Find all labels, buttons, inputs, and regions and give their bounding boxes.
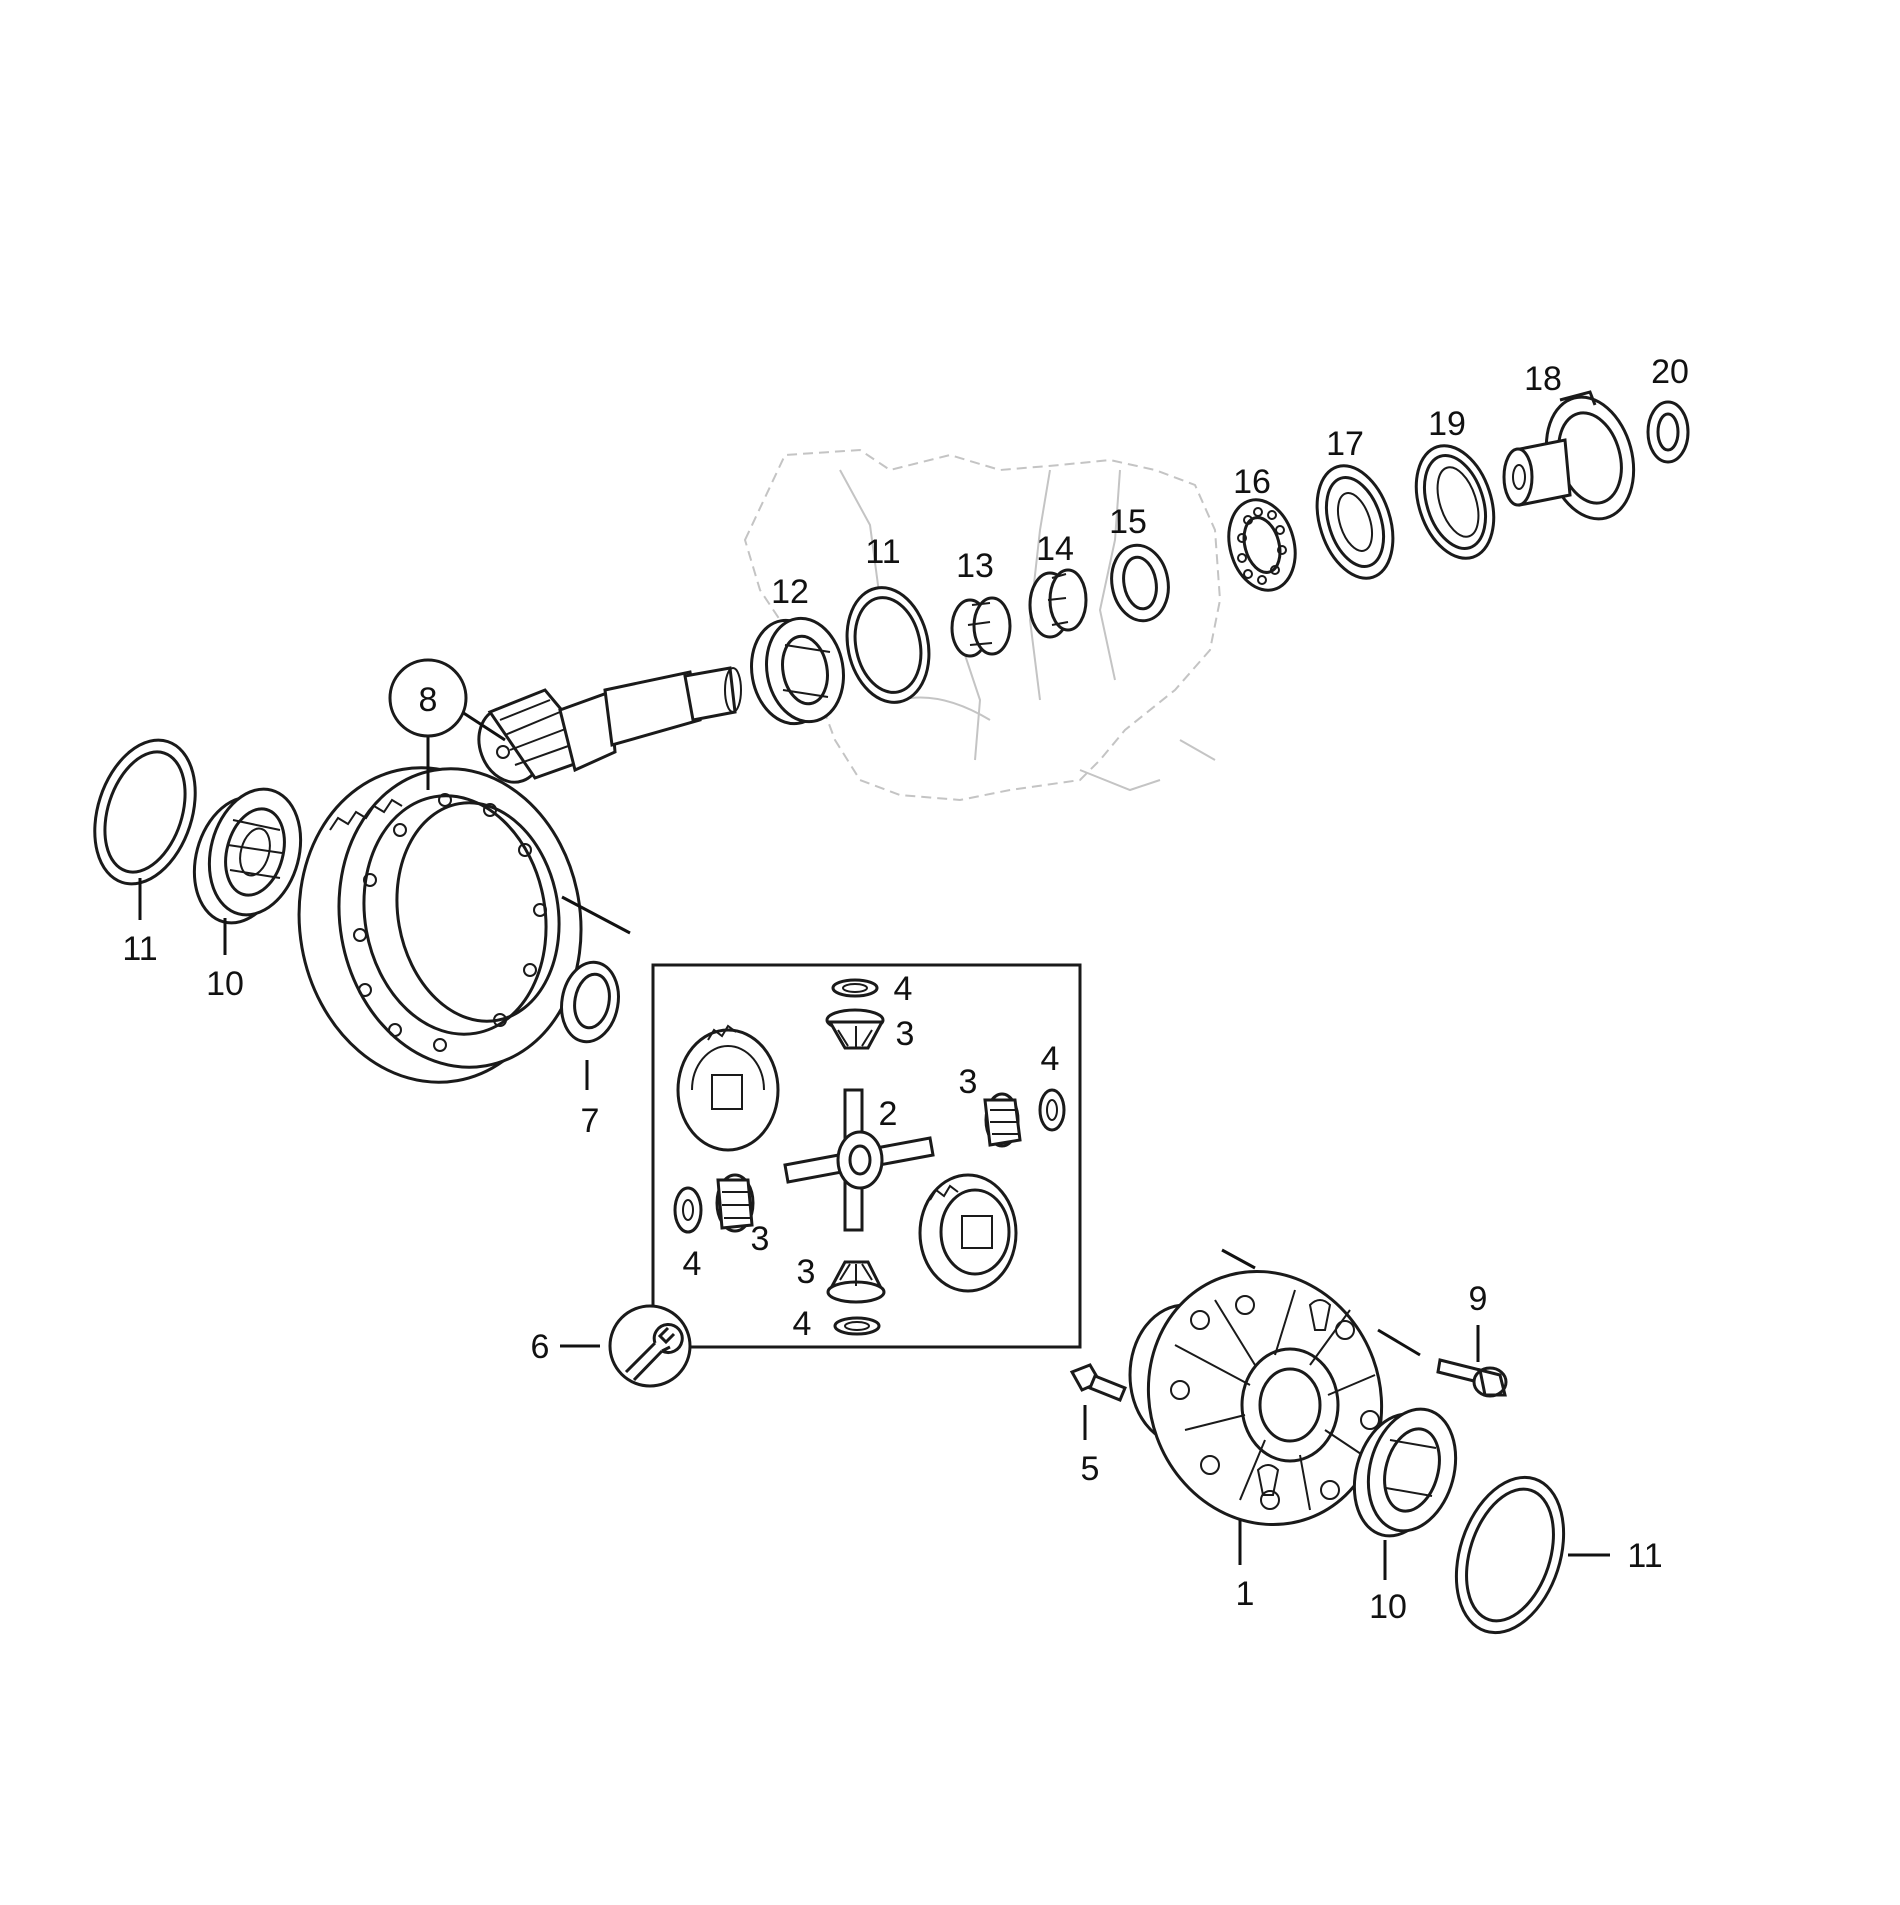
label-11-upper: 11 bbox=[865, 533, 900, 571]
part-4-washer-bottom bbox=[833, 1316, 881, 1336]
label-9: 9 bbox=[1469, 1280, 1488, 1318]
label-16: 16 bbox=[1233, 463, 1271, 501]
label-12: 12 bbox=[771, 573, 809, 611]
part-10-bearing-left bbox=[192, 787, 303, 925]
part-19-seal-cup bbox=[1414, 444, 1496, 560]
label-17: 17 bbox=[1326, 425, 1364, 463]
part-13-spacer bbox=[950, 596, 1012, 658]
part-1-differential-case bbox=[1128, 1269, 1384, 1527]
label-3-bottom: 3 bbox=[797, 1253, 816, 1291]
part-2-cross-shaft bbox=[783, 1088, 935, 1232]
label-1: 1 bbox=[1236, 1575, 1255, 1613]
part-17-seal bbox=[1315, 464, 1395, 580]
label-6: 6 bbox=[531, 1328, 550, 1366]
label-11-left: 11 bbox=[122, 930, 157, 968]
part-18-flange bbox=[1502, 390, 1636, 521]
label-4-top: 4 bbox=[894, 970, 913, 1008]
label-7: 7 bbox=[581, 1102, 600, 1140]
label-8: 8 bbox=[419, 681, 438, 719]
part-10-bearing-lower bbox=[1352, 1407, 1458, 1538]
label-15: 15 bbox=[1109, 503, 1147, 541]
label-4-left: 4 bbox=[683, 1245, 702, 1283]
part-11-shim-upper bbox=[845, 586, 931, 704]
part-3-pinion-gear-top bbox=[825, 1008, 885, 1050]
part-5-bolt bbox=[1069, 1363, 1127, 1402]
label-2: 2 bbox=[879, 1095, 898, 1133]
label-20: 20 bbox=[1651, 353, 1689, 391]
label-4-right: 4 bbox=[1041, 1040, 1060, 1078]
label-3-left: 3 bbox=[751, 1220, 770, 1258]
callout-8: 8 bbox=[388, 658, 468, 738]
part-side-gear-upper bbox=[676, 1024, 780, 1152]
label-3-top: 3 bbox=[896, 1015, 915, 1053]
part-15-bearing-cup bbox=[1110, 543, 1170, 623]
label-3-right: 3 bbox=[959, 1063, 978, 1101]
part-3-pinion-gear-right bbox=[983, 1092, 1022, 1148]
label-19: 19 bbox=[1428, 405, 1466, 443]
part-8-ring-gear bbox=[297, 766, 583, 1084]
part-7-bearing-cup bbox=[560, 960, 620, 1044]
part-8-pinion-shaft bbox=[477, 666, 742, 784]
label-18: 18 bbox=[1524, 360, 1562, 398]
part-3-pinion-gear-bottom bbox=[826, 1260, 886, 1304]
label-10-lower: 10 bbox=[1369, 1588, 1407, 1626]
part-3-pinion-gear-left bbox=[715, 1173, 755, 1233]
part-20-nut bbox=[1646, 400, 1690, 464]
wrench-icon bbox=[624, 1323, 684, 1382]
label-13: 13 bbox=[956, 547, 994, 585]
part-side-gear-lower bbox=[918, 1173, 1018, 1293]
label-5: 5 bbox=[1081, 1450, 1100, 1488]
part-4-washer-left bbox=[673, 1186, 703, 1234]
part-9-bolt bbox=[1436, 1358, 1508, 1398]
label-4-bottom: 4 bbox=[793, 1305, 812, 1343]
part-11-seal-left bbox=[93, 738, 197, 886]
leader-lines bbox=[138, 710, 1610, 1580]
label-11-lower: 11 bbox=[1627, 1537, 1662, 1575]
differential-kit-frame bbox=[561, 895, 1082, 1349]
part-4-washer-right bbox=[1038, 1088, 1066, 1132]
part-4-washer-top bbox=[831, 978, 879, 998]
part-12-bearing bbox=[750, 616, 845, 726]
part-14-bearing-cone bbox=[1028, 568, 1088, 639]
part-6-tool-symbol bbox=[608, 1304, 692, 1388]
label-10-left: 10 bbox=[206, 965, 244, 1003]
label-14: 14 bbox=[1036, 530, 1074, 568]
part-11-seal-lower bbox=[1454, 1475, 1566, 1635]
part-16-bearing bbox=[1227, 498, 1297, 592]
